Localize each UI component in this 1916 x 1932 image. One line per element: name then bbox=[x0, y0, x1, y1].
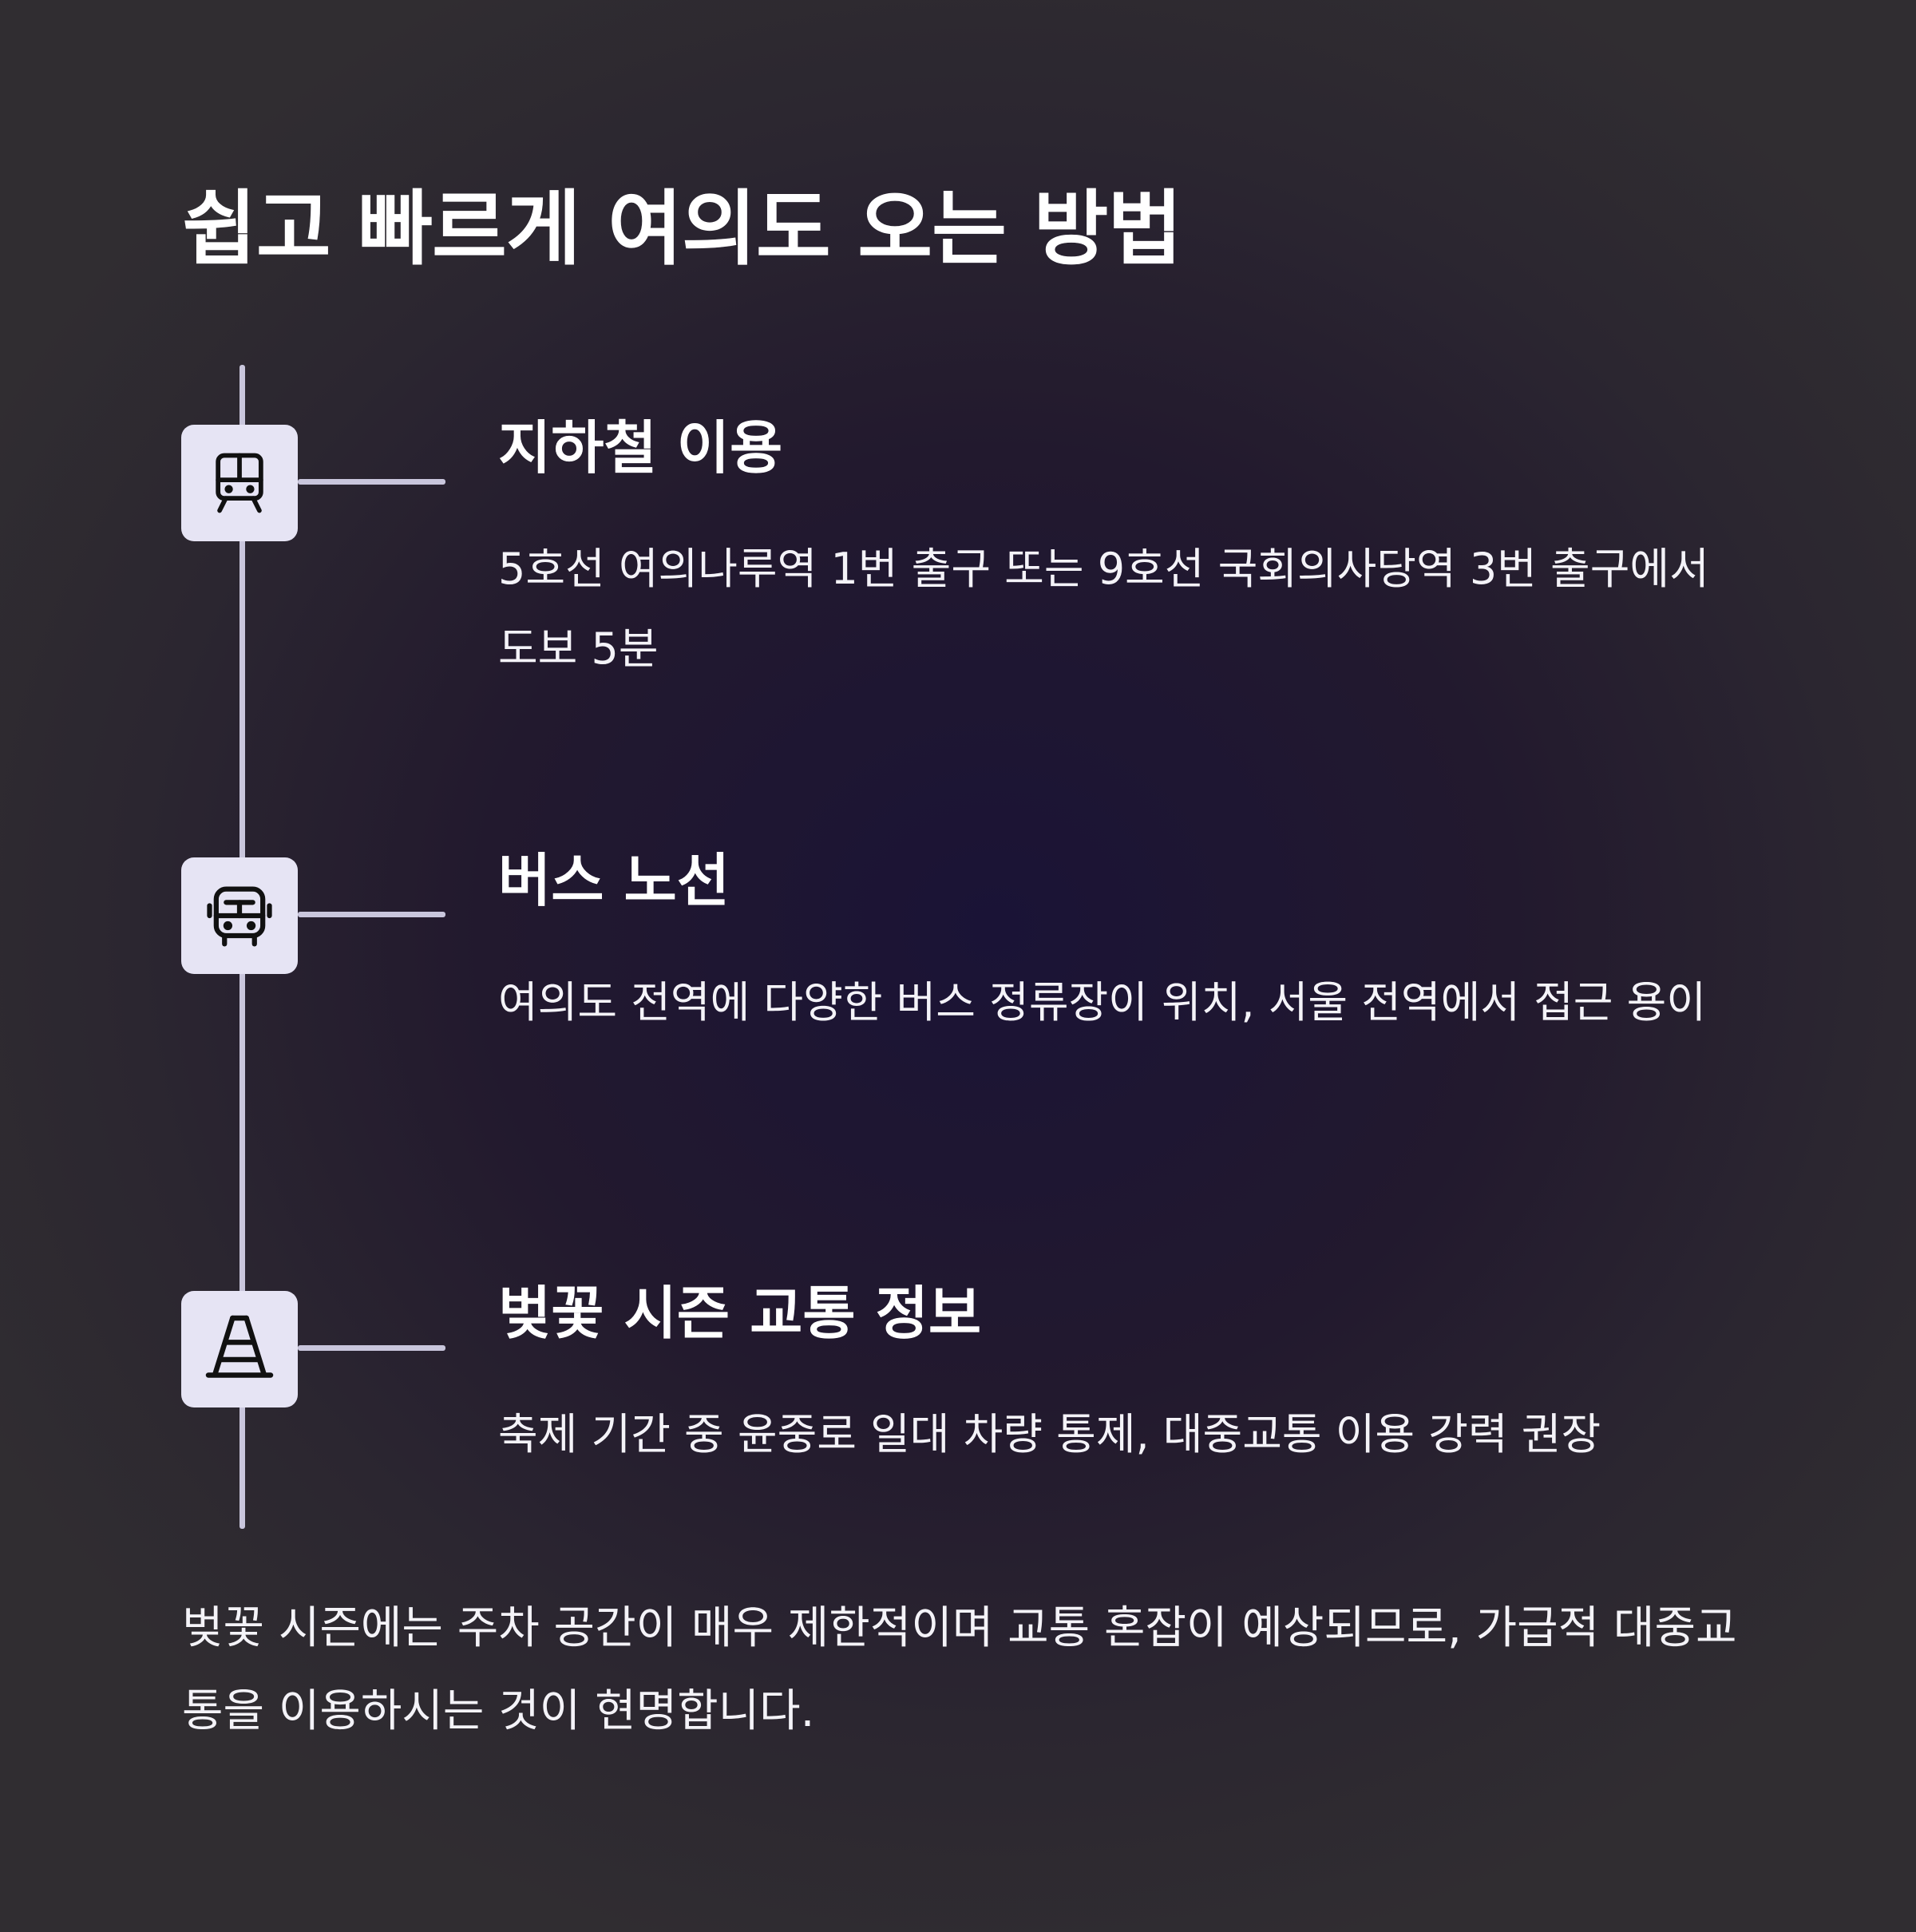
footer-note: 벚꽃 시즌에는 주차 공간이 매우 제한적이며 교통 혼잡이 예상되므로, 가급… bbox=[182, 1602, 1737, 1737]
step-icon-box bbox=[181, 857, 298, 974]
traffic-cone-icon bbox=[205, 1315, 274, 1378]
step-description: 여의도 전역에 다양한 버스 정류장이 위치, 서울 전역에서 접근 용이 bbox=[498, 977, 1707, 1027]
step-title: 버스 노선 bbox=[498, 847, 730, 914]
step-title: 지하철 이용 bbox=[498, 414, 783, 481]
step-connector bbox=[298, 1345, 445, 1351]
step-title: 벚꽃 시즌 교통 정보 bbox=[498, 1280, 982, 1347]
page-title: 쉽고 빠르게 여의도 오는 방법 bbox=[182, 182, 1182, 277]
step-icon-box bbox=[181, 425, 298, 541]
bus-icon bbox=[207, 886, 272, 947]
subway-train-icon bbox=[216, 453, 263, 513]
step-connector bbox=[298, 479, 445, 485]
step-description: 축제 기간 중 윤중로 일대 차량 통제, 대중교통 이용 강력 권장 bbox=[498, 1409, 1601, 1459]
step-icon-box bbox=[181, 1291, 298, 1407]
step-description: 5호선 여의나루역 1번 출구 또는 9호선 국회의사당역 3번 출구에서 도보… bbox=[498, 544, 1709, 674]
step-connector bbox=[298, 912, 445, 917]
